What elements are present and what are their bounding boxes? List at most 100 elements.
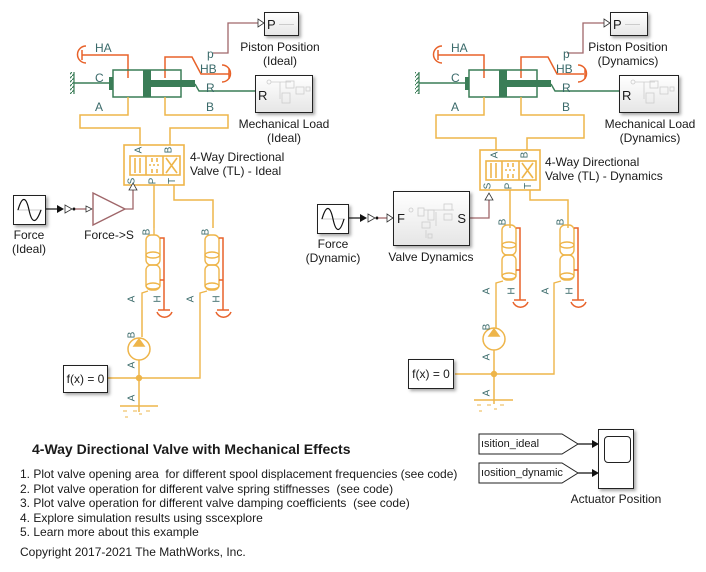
port-label: P [613, 17, 622, 32]
dynamic-subsystem [349, 18, 620, 412]
directional-valve-ideal[interactable] [123, 144, 185, 186]
pipe-1[interactable] [495, 224, 517, 320]
port-label-r: R [206, 81, 215, 95]
subsystem-preview-icon [279, 24, 294, 25]
pump-port-b: B [126, 331, 138, 339]
gain-label: Force->S [84, 228, 134, 242]
port-label-ha: HA [95, 41, 112, 55]
pipe-port-b: B [497, 218, 509, 226]
port-label-f: F [397, 211, 405, 226]
port-label-hb: HB [556, 62, 573, 76]
solver-config-ideal[interactable]: f(x) = 0 [63, 365, 108, 393]
note-link-2[interactable]: 2. Plot valve operation for different va… [20, 481, 394, 496]
port-label-s: S [457, 211, 466, 226]
subsystem-preview-icon [630, 79, 675, 104]
note-link-3[interactable]: 3. Plot valve operation for different va… [20, 496, 410, 510]
force-ideal-source-block[interactable] [13, 195, 46, 225]
pipe-2-thermal[interactable] [570, 227, 587, 308]
valve-port-t: T [167, 177, 179, 185]
piston-position-ideal-label: Piston Position(Ideal) [240, 40, 320, 68]
force-dynamic-source-block[interactable] [317, 204, 349, 234]
scope-screen-icon [604, 436, 631, 463]
piston-position-dynamics-label: Piston Position(Dynamics) [588, 40, 668, 68]
port-label: R [622, 88, 632, 103]
signal-line-s[interactable] [125, 189, 134, 210]
goto-tags [478, 433, 579, 484]
piston-position-dynamics-block[interactable]: P [610, 12, 648, 36]
actuator-body[interactable] [465, 69, 551, 98]
pump-icon[interactable] [455, 320, 513, 412]
valve-port-p: P [147, 177, 159, 185]
port-label-a: A [95, 100, 104, 114]
pipe-port-h: H [211, 295, 223, 303]
piston-position-ideal-block[interactable]: P [264, 12, 299, 36]
pump-port-a: A [481, 353, 493, 361]
pipe-1-thermal[interactable] [512, 227, 529, 308]
pipe-port-a: A [185, 295, 197, 303]
valve-port-a: A [489, 151, 501, 159]
actuator-position-scope[interactable] [598, 429, 634, 489]
from-tag-position-dynamic[interactable] [478, 462, 579, 484]
pipe-port-b: B [200, 228, 212, 236]
pipe-port-b: B [141, 228, 153, 236]
mechanical-line-r[interactable] [550, 83, 620, 92]
thermal-line-hb[interactable] [164, 56, 232, 83]
pipe-1-thermal[interactable] [156, 237, 173, 318]
valve-port-s: S [482, 182, 494, 190]
note-link-4[interactable]: 4. Explore simulation results using ssce… [20, 510, 263, 525]
hydraulic-lines-pt[interactable] [509, 190, 569, 228]
model-notes: 1. Plot valve opening area for different… [20, 467, 457, 540]
from-tag-position-ideal[interactable] [478, 433, 579, 455]
gain-block[interactable] [92, 191, 127, 227]
port-label-p: p [207, 47, 214, 61]
actuator-body[interactable] [109, 69, 195, 98]
mechanical-load-ideal-block[interactable]: R [255, 75, 313, 113]
valve-dynamics-label: Valve Dynamics [388, 250, 474, 264]
subsystem-preview-icon [266, 79, 311, 104]
hydraulic-lines-pt[interactable] [153, 185, 214, 228]
valve-port-a: A [133, 146, 145, 154]
note-link-5[interactable]: 5. Learn more about this example [20, 525, 199, 539]
port-label-r: R [562, 81, 571, 95]
valve-dynamics-block[interactable]: F S [393, 191, 470, 246]
signal-arrow-icon [484, 192, 494, 201]
signal-line-s[interactable] [470, 200, 490, 219]
signal-arrow-icon [128, 182, 138, 191]
sine-wave-icon [17, 198, 42, 222]
thermal-line-hb[interactable] [520, 56, 588, 83]
port-label: R [258, 88, 268, 103]
port-label: P [267, 17, 276, 32]
pipe-1[interactable] [141, 228, 161, 310]
hydraulic-lines-actuator[interactable] [79, 97, 229, 145]
pipe-port-a: A [540, 287, 552, 295]
hydraulic-lines-actuator[interactable] [435, 97, 585, 150]
pipe-2[interactable] [495, 224, 575, 375]
mechanical-ground-icon [415, 72, 420, 94]
note-link-1[interactable]: 1. Plot valve opening area for different… [20, 467, 458, 481]
mechanical-line-r[interactable] [194, 83, 255, 92]
pipe-2[interactable] [140, 234, 220, 379]
solver-config-dynamic[interactable]: f(x) = 0 [408, 359, 454, 389]
pipe-port-h: H [506, 287, 518, 295]
from-tag-position-ideal-label: ısition_ideal [481, 438, 540, 450]
force-dynamic-label: Force(Dynamic) [305, 237, 361, 265]
signal-line-position[interactable] [213, 22, 258, 54]
directional-valve-dynamics[interactable] [479, 149, 541, 191]
port-label-a: A [451, 100, 460, 114]
valve-port-t: T [523, 182, 535, 190]
pump-port-a: A [126, 361, 138, 369]
port-label-b: B [206, 100, 215, 114]
pump-icon[interactable] [108, 310, 158, 418]
scope-input-lines[interactable] [578, 440, 599, 477]
force-ideal-label: Force(Ideal) [11, 228, 46, 256]
mechanical-load-dynamics-block[interactable]: R [619, 75, 679, 113]
port-label-hb: HB [200, 62, 217, 76]
model-title: 4-Way Directional Valve with Mechanical … [32, 441, 351, 457]
reservoir-port-a: A [126, 394, 138, 402]
port-label-ha: HA [451, 41, 468, 55]
signal-line-position[interactable] [567, 22, 604, 54]
pipe-port-b: B [555, 218, 567, 226]
pipe-2-thermal[interactable] [215, 237, 232, 318]
